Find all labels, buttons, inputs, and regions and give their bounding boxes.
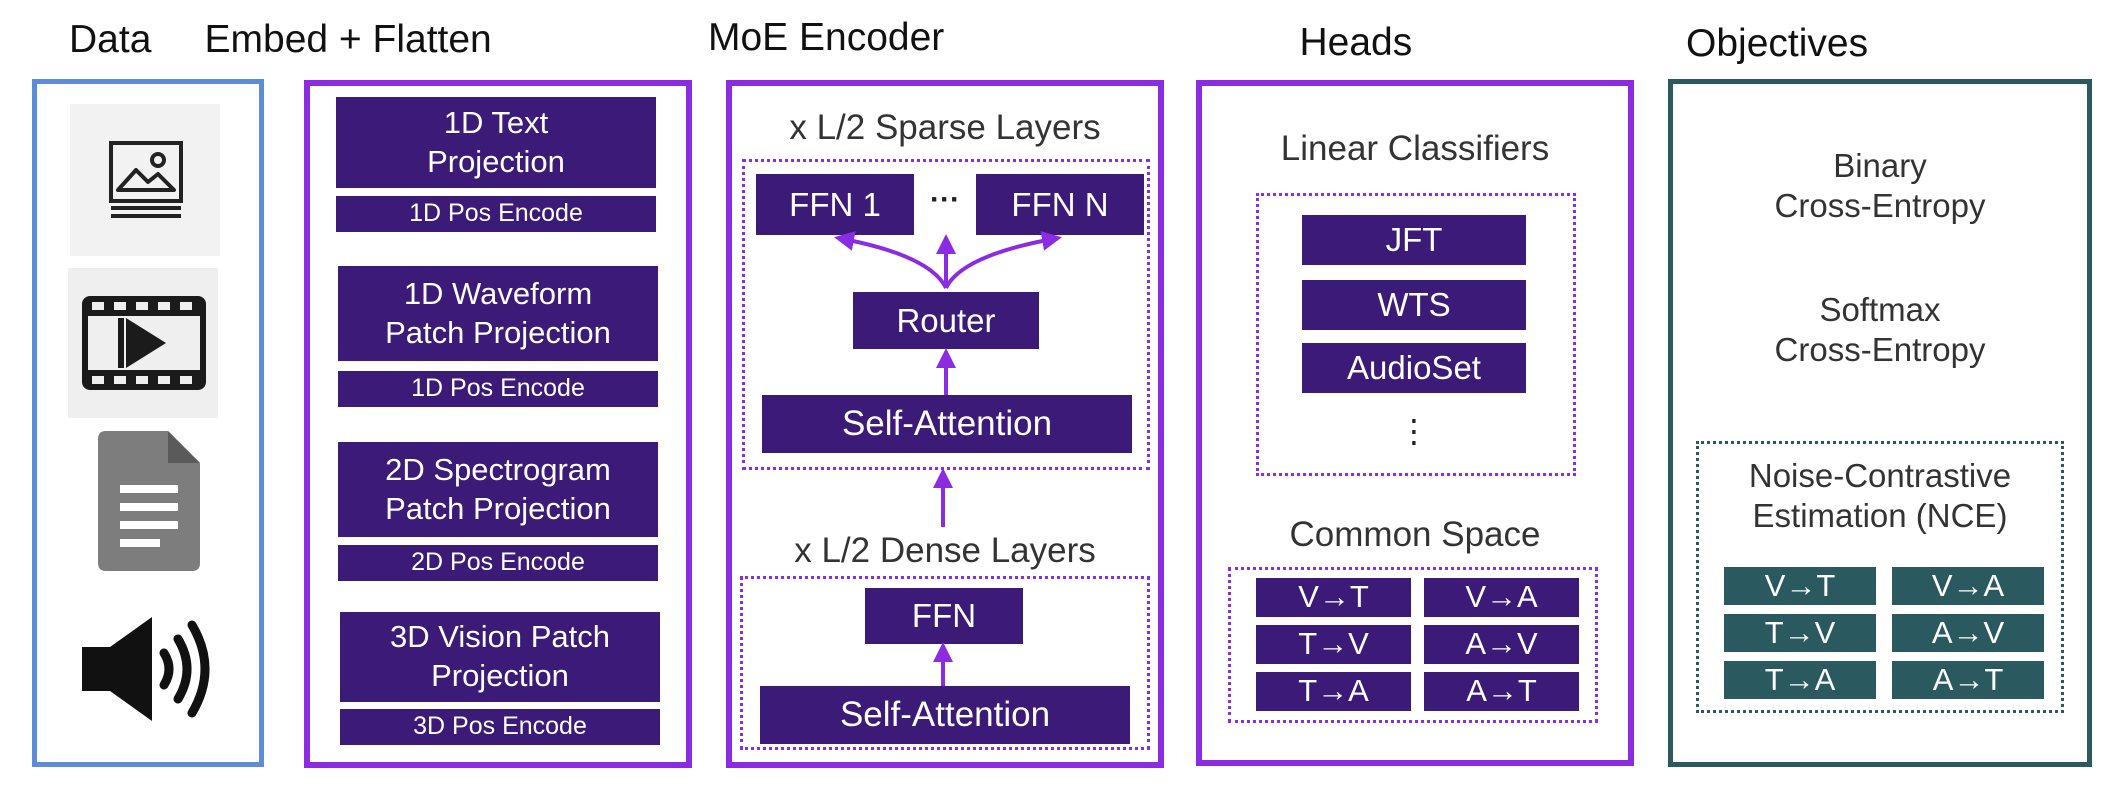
nce-pair-v-t: V→T bbox=[1724, 567, 1876, 605]
linear-classifiers-group bbox=[1256, 193, 1576, 476]
arrow-router-to-ffnn bbox=[944, 230, 1062, 289]
spectrogram-pos-encode-box: 2D Pos Encode bbox=[338, 545, 658, 581]
nce-pair-t-v: T→V bbox=[1724, 614, 1876, 652]
common-pair-t-v: T→V bbox=[1256, 625, 1411, 664]
column-title-heads: Heads bbox=[1299, 21, 1413, 64]
arrow-router-to-ffn1 bbox=[834, 231, 948, 289]
common-pair-a-t: A→T bbox=[1424, 672, 1579, 711]
document-icon bbox=[98, 431, 200, 571]
nce-pair-a-v: A→V bbox=[1892, 614, 2044, 652]
nce-pair-t-a: T→A bbox=[1724, 661, 1876, 699]
vision-pos-encode-box: 3D Pos Encode bbox=[340, 709, 660, 745]
dense-layers-group bbox=[740, 576, 1150, 750]
dense-layers-label: x L/2 Dense Layers bbox=[794, 531, 1096, 570]
ffn-n-box: FFN N bbox=[976, 174, 1144, 235]
classifier-jft-box: JFT bbox=[1302, 215, 1526, 265]
nce-pair-v-a: V→A bbox=[1892, 567, 2044, 605]
dense-self-attention-box: Self-Attention bbox=[760, 686, 1130, 744]
video-icon bbox=[82, 296, 206, 390]
softmax-cross-entropy-label: Softmax Cross-Entropy bbox=[1774, 291, 1986, 368]
waveform-projection-box: 1D Waveform Patch Projection bbox=[338, 266, 658, 361]
nce-label: Noise-Contrastive Estimation (NCE) bbox=[1748, 457, 2012, 534]
classifier-audioset-box: AudioSet bbox=[1302, 343, 1526, 393]
text-projection-box: 1D Text Projection bbox=[336, 97, 656, 188]
dense-ffn-box: FFN bbox=[865, 588, 1023, 644]
nce-pair-a-t: A→T bbox=[1892, 661, 2044, 699]
common-space-label: Common Space bbox=[1289, 515, 1541, 554]
speaker-icon bbox=[82, 617, 210, 721]
objectives-panel bbox=[1668, 79, 2092, 767]
ffn-1-box: FFN 1 bbox=[756, 174, 914, 235]
classifier-wts-box: WTS bbox=[1302, 280, 1526, 330]
linear-classifiers-label: Linear Classifiers bbox=[1280, 129, 1550, 168]
more-classifiers-ellipsis: ⋮ bbox=[1398, 413, 1430, 449]
sparse-layers-label: x L/2 Sparse Layers bbox=[789, 108, 1101, 147]
common-pair-a-v: A→V bbox=[1424, 625, 1579, 664]
common-space-group bbox=[1228, 567, 1598, 723]
common-pair-v-a: V→A bbox=[1424, 578, 1579, 617]
text-pos-encode-box: 1D Pos Encode bbox=[336, 196, 656, 232]
spectrogram-projection-box: 2D Spectrogram Patch Projection bbox=[338, 442, 658, 537]
waveform-pos-encode-box: 1D Pos Encode bbox=[338, 371, 658, 407]
column-title-data: Data bbox=[69, 18, 152, 61]
column-title-moe: MoE Encoder bbox=[708, 16, 945, 59]
binary-cross-entropy-label: Binary Cross-Entropy bbox=[1774, 147, 1986, 224]
common-pair-v-t: V→T bbox=[1256, 578, 1411, 617]
image-icon bbox=[109, 141, 183, 218]
common-pair-t-a: T→A bbox=[1256, 672, 1411, 711]
nce-group bbox=[1696, 441, 2064, 713]
expert-ellipsis: ··· bbox=[930, 183, 960, 216]
column-title-embed: Embed + Flatten bbox=[204, 18, 492, 61]
router-box: Router bbox=[853, 292, 1039, 349]
column-title-objectives: Objectives bbox=[1686, 22, 1869, 65]
sparse-self-attention-box: Self-Attention bbox=[762, 395, 1132, 453]
vision-projection-box: 3D Vision Patch Projection bbox=[340, 612, 660, 702]
